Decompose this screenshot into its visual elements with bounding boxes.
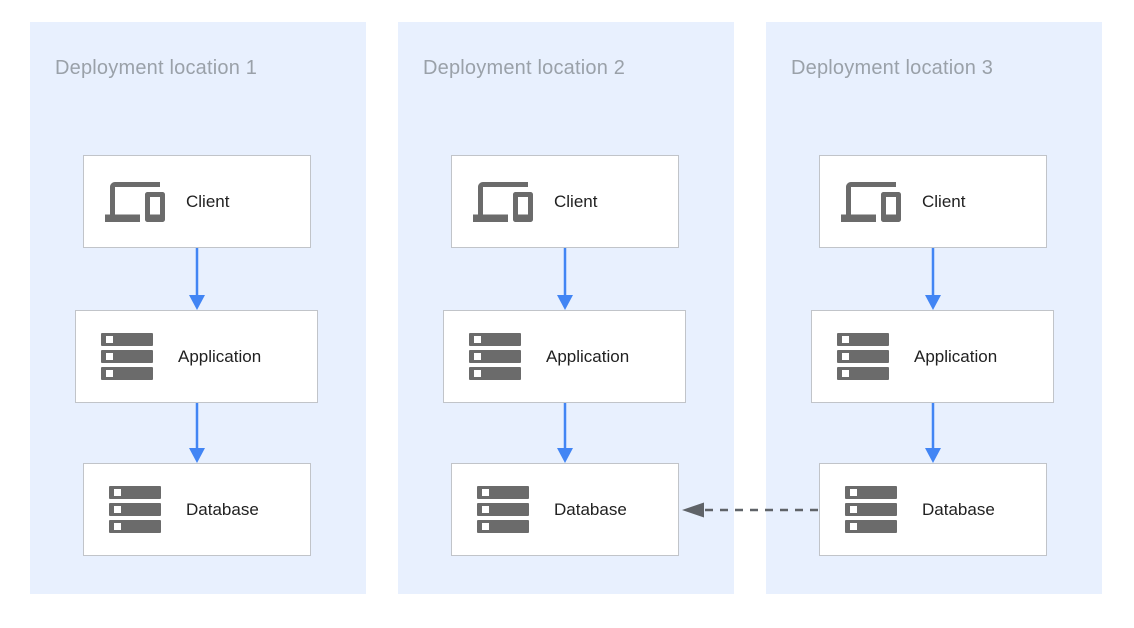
node-label: Application xyxy=(914,346,998,366)
server-stack-icon xyxy=(832,333,894,380)
node-label: Client xyxy=(186,191,230,211)
database-node: Database xyxy=(451,463,679,556)
server-stack-icon xyxy=(472,486,534,533)
server-stack-icon xyxy=(96,333,158,380)
node-label: Client xyxy=(554,191,598,211)
node-label: Client xyxy=(922,191,966,211)
application-node: Application xyxy=(75,310,318,403)
server-stack-icon xyxy=(840,486,902,533)
deployment-location-2-panel: Deployment location 2 Client Application… xyxy=(398,22,734,594)
devices-icon xyxy=(472,172,534,232)
node-label: Database xyxy=(554,499,627,519)
panel-title: Deployment location 2 xyxy=(423,57,626,79)
client-node: Client xyxy=(451,155,679,248)
deployment-location-3-panel: Deployment location 3 Client Application… xyxy=(766,22,1102,594)
application-node: Application xyxy=(443,310,686,403)
panel-title: Deployment location 3 xyxy=(791,57,994,79)
server-stack-icon xyxy=(104,486,166,533)
database-node: Database xyxy=(83,463,311,556)
node-label: Database xyxy=(186,499,259,519)
deployment-location-1-panel: Deployment location 1 Client Application… xyxy=(30,22,366,594)
application-node: Application xyxy=(811,310,1054,403)
node-label: Application xyxy=(546,346,630,366)
client-node: Client xyxy=(819,155,1047,248)
devices-icon xyxy=(104,172,166,232)
panel-title: Deployment location 1 xyxy=(55,57,258,79)
server-stack-icon xyxy=(464,333,526,380)
devices-icon xyxy=(840,172,902,232)
database-node: Database xyxy=(819,463,1047,556)
node-label: Database xyxy=(922,499,995,519)
node-label: Application xyxy=(178,346,262,366)
client-node: Client xyxy=(83,155,311,248)
